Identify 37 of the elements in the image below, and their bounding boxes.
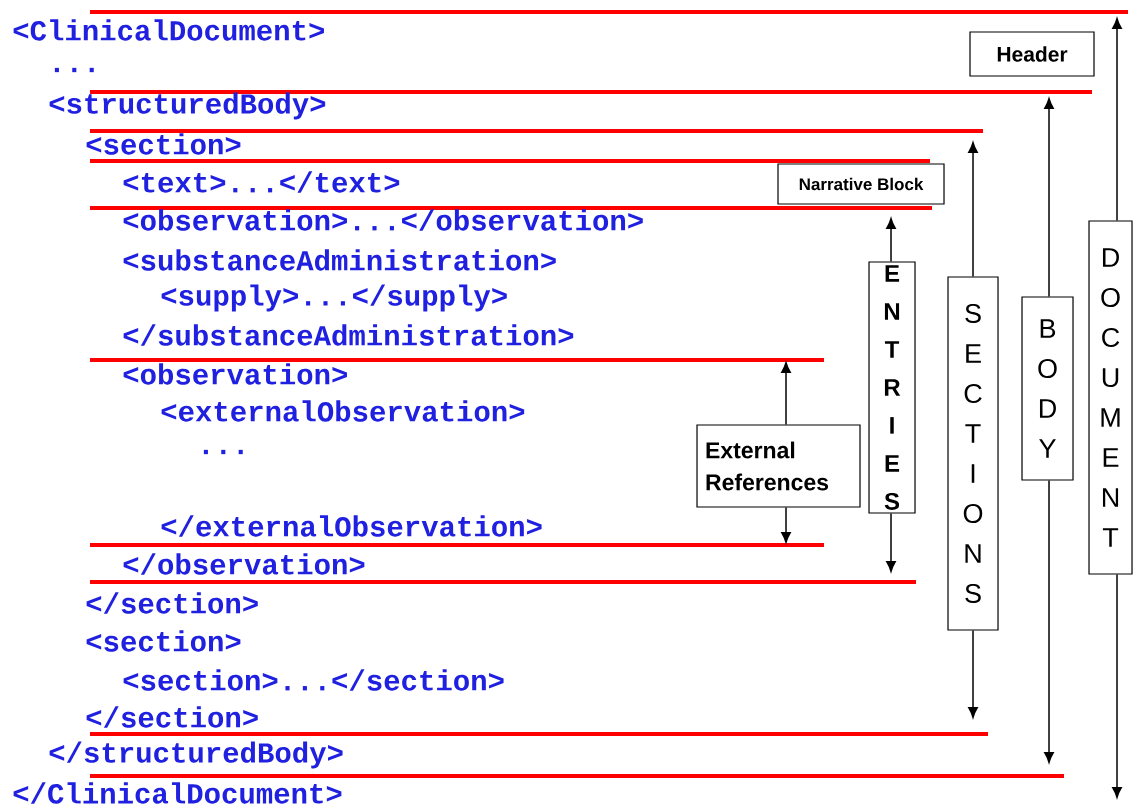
arrow bbox=[781, 362, 791, 426]
code-line: ... bbox=[203, 449, 243, 455]
code-line: </observation> bbox=[123, 553, 365, 575]
vertical-label-box: BODY bbox=[1021, 296, 1074, 481]
arrow bbox=[1112, 573, 1122, 798]
code-line: <section>...</section> bbox=[123, 669, 504, 691]
arrow bbox=[886, 512, 896, 572]
code-line: <text>...</text> bbox=[123, 171, 400, 193]
code-line: ... bbox=[54, 67, 94, 73]
code-line: <observation> bbox=[123, 363, 347, 385]
code-line: </ClinicalDocument> bbox=[13, 782, 342, 804]
arrow bbox=[1044, 479, 1054, 763]
code-line: </structuredBody> bbox=[49, 741, 343, 769]
entries-box: ENTRIES bbox=[868, 261, 916, 514]
code-line: </section> bbox=[86, 706, 258, 728]
vertical-label-box: DOCUMENT bbox=[1088, 220, 1133, 575]
arrow bbox=[1044, 98, 1054, 298]
code-line: <observation>...</observation> bbox=[123, 209, 643, 231]
code-line: <structuredBody> bbox=[49, 92, 326, 120]
arrow bbox=[968, 629, 978, 718]
code-line: </substanceAdministration> bbox=[123, 324, 574, 346]
code-line: <section> bbox=[86, 133, 241, 155]
arrow bbox=[886, 218, 896, 263]
code-line: <substanceAdministration> bbox=[123, 249, 556, 271]
code-line: </externalObservation> bbox=[161, 515, 542, 537]
narrative-block-box: Narrative Block bbox=[777, 163, 945, 205]
code-line: <ClinicalDocument> bbox=[13, 19, 324, 41]
code-line: <section> bbox=[86, 630, 241, 652]
code-line: <externalObservation> bbox=[161, 400, 525, 422]
arrow bbox=[781, 506, 791, 543]
arrow bbox=[968, 142, 978, 278]
vertical-label-box: SECTIONS bbox=[947, 276, 999, 631]
code-line: <supply>...</supply> bbox=[161, 284, 507, 312]
arrow bbox=[1112, 18, 1122, 222]
external-references-box: External References bbox=[696, 424, 861, 508]
code-line: </section> bbox=[86, 592, 258, 614]
header-box: Header bbox=[969, 31, 1095, 77]
